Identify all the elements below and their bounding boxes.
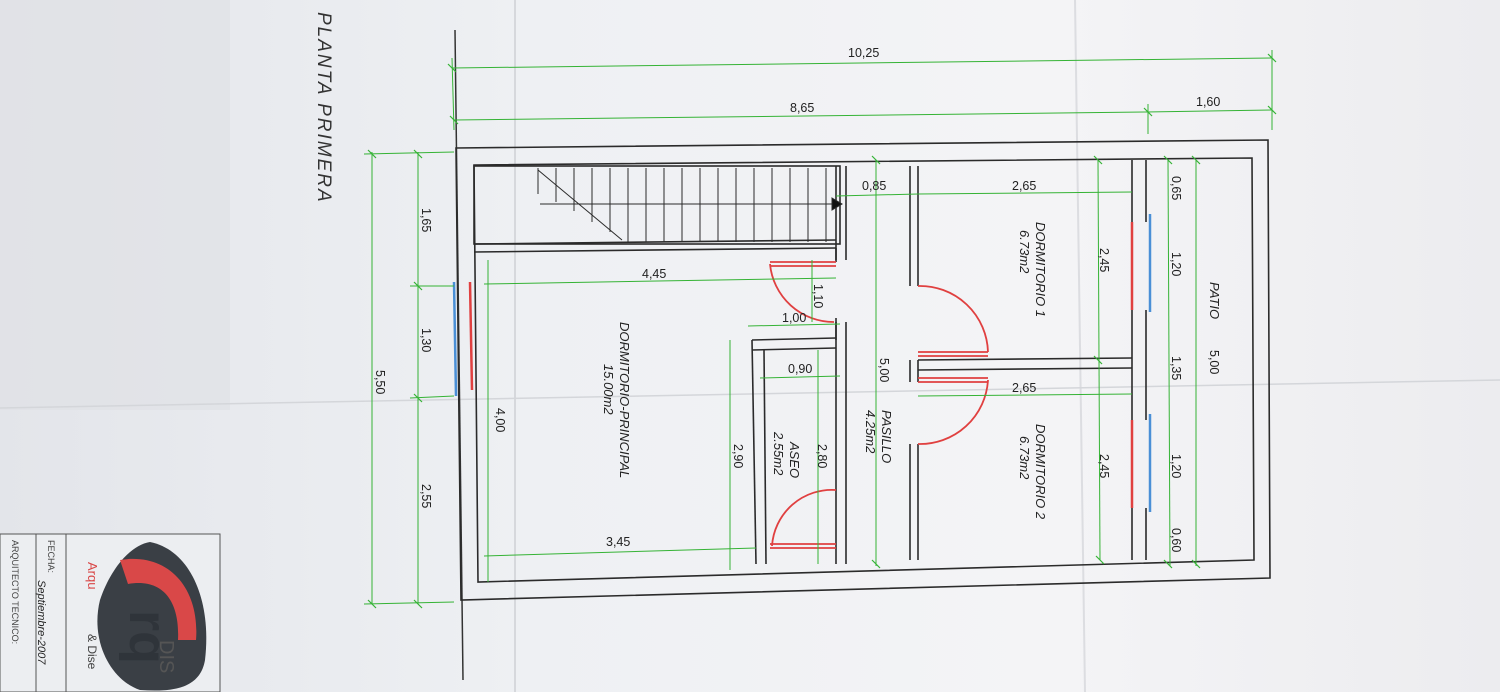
logo-text-suffix: & Dise [85,634,99,670]
room-dormitorio2-area: 6.73m2 [1017,436,1032,480]
dim-patio-lower: 0,60 [1169,528,1183,552]
dim-stair-landing: 0,85 [862,179,886,193]
dim-left-lower: 2,55 [419,484,433,508]
logo-silhouette [97,542,207,691]
dim-left-upper: 1,65 [419,208,433,232]
staircase [537,168,843,242]
walls [455,139,1271,601]
room-pasillo-name: PASILLO [879,410,894,463]
logo-big-letters: rq [118,610,178,664]
dim-aseo-outer: 2,90 [731,444,745,468]
room-pasillo-area: 4.25m2 [863,410,878,454]
dimension-lines [363,50,1273,605]
arquitecto-label: ARQUITECTO TECNICO: [10,540,20,644]
dim-dorm2-width: 2,65 [1012,381,1036,395]
dim-left-total: 5,50 [373,370,387,394]
doors [769,261,989,549]
windows [452,214,1152,512]
paper-fold-line [0,379,1500,409]
room-labels: DORMITORIO 1 6.73m2 DORMITORIO 2 6.73m2 … [601,222,1222,520]
dimension-labels: 10,25 8,65 1,60 5,50 1,65 1,30 2,55 4,00… [373,46,1221,552]
dim-left-window: 1,30 [419,328,433,352]
logo-top-text: DIS [155,640,177,673]
dim-patio-length: 1,60 [1196,95,1220,109]
paper-fold-line [1074,0,1086,692]
sheet-title: PLANTA PRIMERA [313,12,334,204]
dim-patio-window1: 1,20 [1169,252,1183,276]
dim-dorm1-depth: 2,45 [1097,248,1111,272]
room-principal-area: 15.00m2 [601,364,616,415]
dim-door-gap: 1,10 [811,284,825,308]
room-aseo-area: 2.55m2 [771,431,786,476]
dim-principal-width-top: 4,45 [642,267,666,281]
dim-patio-total: 5,00 [1207,350,1221,374]
dim-pasillo-length: 5,00 [877,358,891,382]
company-logo: rq DIS Arqu & Dise [85,542,207,691]
dim-patio-mid: 1,35 [1169,356,1183,380]
room-dormitorio1-name: DORMITORIO 1 [1033,222,1048,317]
dim-dorm2-depth: 2,45 [1097,454,1111,478]
room-dormitorio1-area: 6.73m2 [1017,230,1032,274]
dim-principal-width-bottom: 3,45 [606,535,630,549]
dim-patio-upper: 0,65 [1169,176,1183,200]
room-aseo-name: ASEO [787,441,802,478]
dim-main-length: 8,65 [790,101,814,115]
fecha-value: Septiembre-2007 [35,580,47,665]
dim-aseo-inner: 2,80 [815,444,829,468]
dim-total-length: 10,25 [848,46,879,60]
room-principal-name: DORMITORIO-PRINCIPAL [617,322,632,478]
title-block: FECHA: Septiembre-2007 ARQUITECTO TECNIC… [0,533,221,692]
dim-dorm1-width: 2,65 [1012,179,1036,193]
paper-fold-shadow [0,0,230,410]
logo-text-partial: Arqu [85,562,100,589]
logo-red-mark [120,558,197,640]
dim-principal-depth: 4,00 [493,408,507,432]
dimension-ticks [367,53,1277,609]
room-dormitorio2-name: DORMITORIO 2 [1033,424,1048,520]
fecha-label: FECHA: [46,540,56,573]
room-patio-name: PATIO [1207,282,1222,319]
dim-aseo-top: 1,00 [782,311,806,325]
dim-patio-window2: 1,20 [1169,454,1183,478]
dim-aseo-width: 0,90 [788,362,812,376]
